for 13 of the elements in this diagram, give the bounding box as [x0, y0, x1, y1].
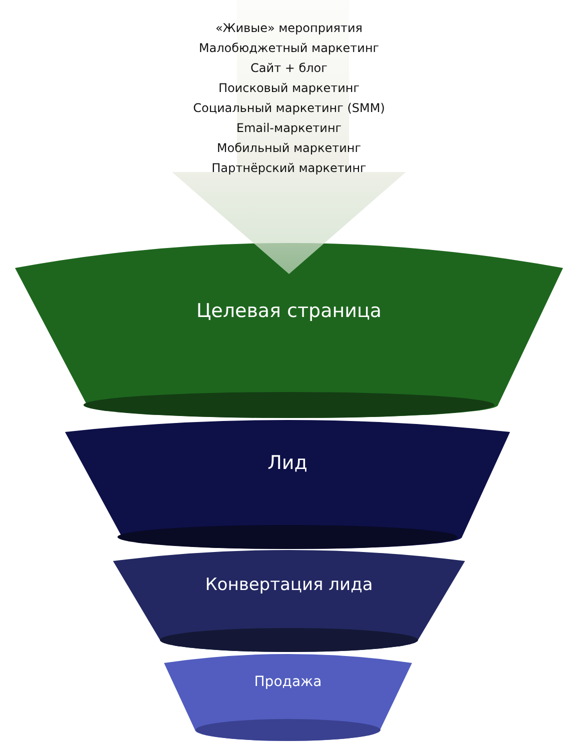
stage-label: Лид	[268, 452, 308, 474]
channel-label: Малобюджетный маркетинг	[198, 40, 380, 57]
stage-label: Целевая страница	[196, 300, 382, 322]
channel-label: «Живые» мероприятия	[215, 20, 363, 37]
channel-label: Мобильный маркетинг	[216, 140, 362, 157]
channel-label: Социальный маркетинг (SMM)	[193, 100, 385, 117]
channel-label: Партнёрский маркетинг	[212, 160, 366, 177]
stage-label: Продажа	[254, 674, 322, 690]
channel-label: Email-маркетинг	[236, 120, 342, 137]
channel-label: Сайт + блог	[250, 60, 328, 77]
stage-label: Конвертация лида	[205, 575, 373, 595]
channel-label: Поисковый маркетинг	[218, 80, 360, 97]
down-arrow-shape	[172, 0, 406, 274]
